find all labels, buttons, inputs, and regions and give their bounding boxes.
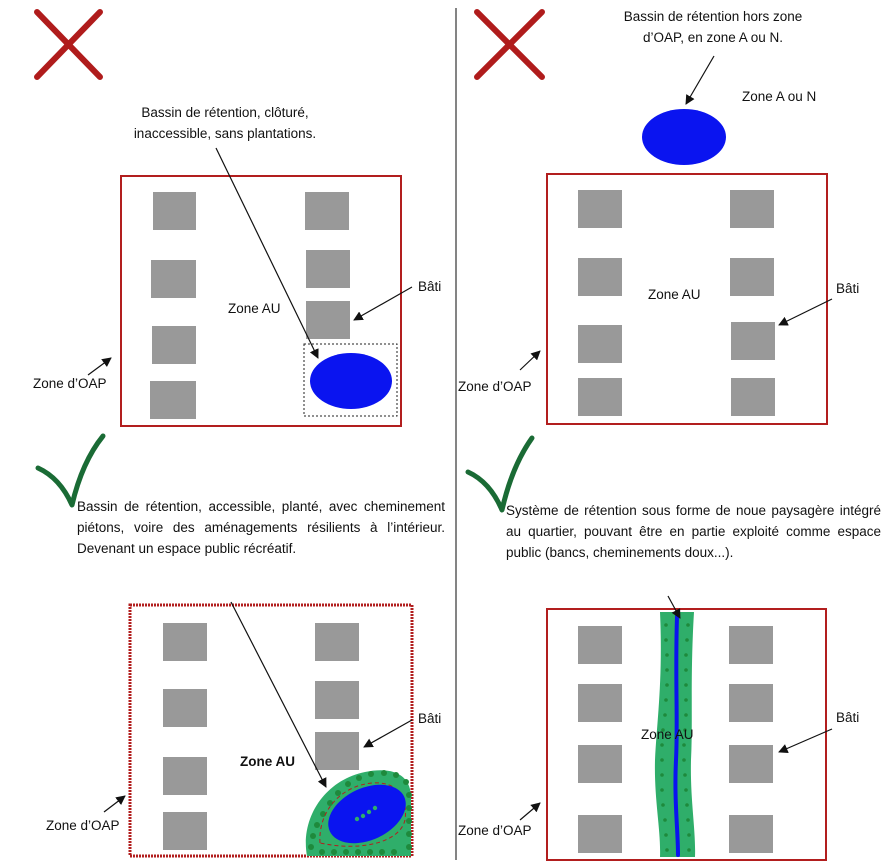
zone-au-label: Zone AU — [240, 754, 295, 769]
building — [729, 745, 773, 783]
panel-bottom-left — [35, 433, 414, 858]
oap-zone-boundary — [546, 173, 828, 425]
caption-bottom-right: Système de rétention sous forme de noue … — [506, 503, 881, 560]
fenced-basin-enclosure — [303, 343, 398, 417]
caption-arrow — [685, 55, 715, 105]
bati-label: Bâti — [836, 281, 860, 296]
bati-label: Bâti — [418, 279, 442, 294]
building — [150, 381, 196, 419]
caption-top-right: Bassin de rétention hors zone d’OAP, en … — [588, 6, 838, 48]
building — [729, 626, 773, 664]
building — [578, 258, 622, 296]
caption-bottom-left: Bassin de rétention, accessible, planté,… — [77, 499, 445, 556]
building — [163, 757, 207, 795]
zone-a-n-label: Zone A ou N — [742, 89, 817, 104]
landscaped-swale — [654, 612, 696, 857]
bati-arrow — [778, 298, 833, 326]
caption-top-left: Bassin de rétention, clôturé, inaccessib… — [100, 102, 350, 144]
building — [315, 681, 359, 719]
check-icon — [35, 433, 106, 508]
building — [731, 322, 775, 360]
oap-arrow — [519, 802, 541, 821]
vegetation-dots — [354, 805, 378, 822]
building — [578, 378, 622, 416]
zone-oap-label: Zone d’OAP — [458, 823, 532, 838]
retention-basin — [328, 784, 406, 844]
building — [151, 260, 196, 298]
building — [163, 623, 207, 661]
zone-oap-label: Zone d’OAP — [33, 376, 107, 391]
caption-line: d’OAP, en zone A ou N. — [642, 30, 784, 45]
cross-icon — [34, 9, 103, 80]
water-channel — [673, 614, 680, 857]
retention-basin — [642, 109, 726, 165]
caption-arrow — [230, 601, 327, 788]
bati-arrow — [353, 286, 413, 321]
buildings — [578, 626, 773, 853]
buildings — [578, 190, 775, 416]
bati-arrow — [363, 719, 413, 748]
building — [729, 684, 773, 722]
zone-au-label: Zone AU — [648, 287, 701, 302]
building — [315, 732, 359, 770]
oap-zone-boundary — [120, 175, 402, 427]
check-icon — [465, 435, 535, 513]
building — [306, 301, 350, 339]
building — [578, 815, 622, 853]
zone-oap-label: Zone d’OAP — [46, 818, 120, 833]
oap-arrow — [103, 795, 126, 813]
zone-oap-label: Zone d’OAP — [458, 379, 532, 394]
building — [152, 326, 196, 364]
caption-arrow — [215, 147, 319, 359]
panel-top-left — [34, 9, 413, 427]
caption-arrow — [667, 595, 681, 619]
bati-arrow — [778, 728, 833, 753]
vegetation-dots — [660, 623, 691, 852]
building — [578, 325, 622, 363]
retention-basin — [310, 353, 392, 409]
panel-bottom-right — [465, 435, 833, 861]
caption-line: Bassin de rétention hors zone — [623, 9, 803, 24]
building — [578, 190, 622, 228]
building — [306, 250, 350, 288]
oap-arrow — [87, 357, 112, 376]
caption-line: inaccessible, sans plantations. — [133, 126, 317, 141]
zone-au-label: Zone AU — [641, 727, 694, 742]
planted-retention-basin — [305, 770, 412, 856]
building — [305, 192, 349, 230]
bati-label: Bâti — [836, 710, 860, 725]
bati-label: Bâti — [418, 711, 442, 726]
cross-icon — [474, 9, 545, 80]
building — [729, 815, 773, 853]
oap-zone-boundary — [128, 603, 414, 858]
building — [578, 745, 622, 783]
building — [578, 684, 622, 722]
building — [315, 623, 359, 661]
caption-line: Bassin de rétention, clôturé, — [141, 105, 309, 120]
building — [730, 190, 774, 228]
building — [578, 626, 622, 664]
building — [163, 689, 207, 727]
vegetation-dots — [308, 770, 412, 855]
building — [163, 812, 207, 850]
buildings — [150, 192, 350, 419]
panel-top-right — [474, 9, 833, 425]
oap-zone-boundary — [546, 608, 827, 861]
building — [730, 258, 774, 296]
building — [153, 192, 196, 230]
building — [731, 378, 775, 416]
oap-arrow — [519, 350, 541, 371]
zone-au-label: Zone AU — [228, 301, 281, 316]
buildings — [163, 623, 359, 850]
